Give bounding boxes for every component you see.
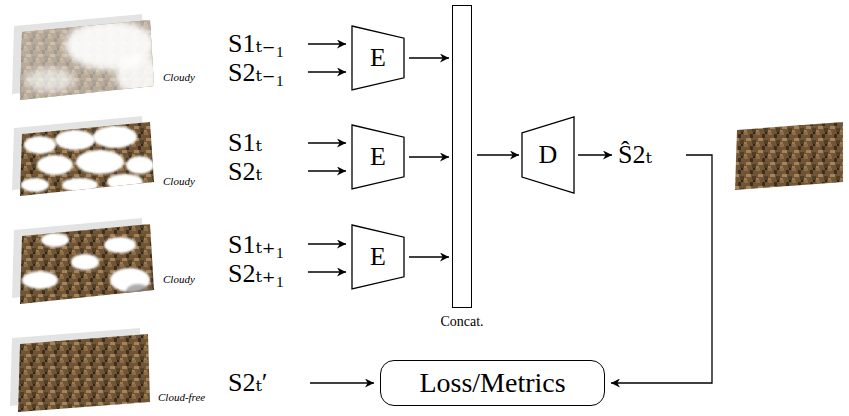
data-flow-arrow xyxy=(409,156,449,157)
trapezoid-shape xyxy=(522,117,574,193)
input-name: S2ₜ₊₁ xyxy=(228,261,285,287)
cloud xyxy=(37,155,73,175)
cloudy-image xyxy=(0,215,170,315)
ground-texture xyxy=(0,325,170,416)
cloud-free-image xyxy=(0,325,170,416)
block-name: Loss/Metrics xyxy=(419,369,565,397)
ground-texture xyxy=(0,0,170,110)
data-flow-arrow xyxy=(477,154,519,155)
cloudy-image xyxy=(0,0,170,110)
concat-bar: Concat. xyxy=(452,5,472,308)
cloud xyxy=(55,130,95,150)
target-arrow xyxy=(310,382,374,383)
cloud-status: Cloudy xyxy=(163,72,195,83)
cloud xyxy=(22,271,58,289)
decoder-block: D xyxy=(522,117,574,193)
encoder-block: E xyxy=(352,125,404,189)
output-arrow xyxy=(578,154,612,155)
cloud xyxy=(21,178,49,192)
cloud xyxy=(93,126,137,148)
cloud xyxy=(115,55,165,95)
input-arrow xyxy=(308,43,346,44)
cloud xyxy=(71,254,99,270)
cloud xyxy=(104,237,136,253)
haze xyxy=(0,0,170,110)
data-flow-arrow xyxy=(409,256,449,257)
ground-texture xyxy=(0,215,170,315)
input-arrow xyxy=(308,142,346,143)
input-arrow xyxy=(308,243,346,244)
input-name: S1ₜ xyxy=(228,130,262,156)
cloud xyxy=(24,136,56,154)
encoder-block: E xyxy=(352,26,404,90)
cloud xyxy=(107,174,143,190)
ground-texture xyxy=(730,115,849,195)
cloud xyxy=(41,233,69,247)
trapezoid-shape xyxy=(352,125,404,189)
input-arrow xyxy=(308,170,346,171)
cloud-status: Cloud-free xyxy=(158,392,205,403)
input-arrow xyxy=(308,271,346,272)
trapezoid-shape xyxy=(352,225,404,289)
trapezoid-shape xyxy=(352,26,404,90)
block-name: E xyxy=(370,244,386,270)
input-name: S1ₜ₊₁ xyxy=(228,232,285,258)
cloudy-image xyxy=(0,110,170,210)
block-label: Concat. xyxy=(440,315,483,329)
cloud xyxy=(25,68,75,92)
cloud-status: Cloudy xyxy=(163,274,195,285)
input-name: S2ₜ₋₁ xyxy=(228,60,285,86)
output-name: Ŝ2ₜ xyxy=(618,142,652,168)
cloud xyxy=(76,150,124,174)
block-name: E xyxy=(370,144,386,170)
cloud-shadow xyxy=(126,284,150,300)
ground-texture xyxy=(0,110,170,210)
block-name: D xyxy=(539,142,558,168)
cloud xyxy=(126,156,154,174)
input-arrow xyxy=(308,71,346,72)
cloud-status: Cloudy xyxy=(163,176,195,187)
input-arrows xyxy=(308,44,712,383)
input-name: S1ₜ₋₁ xyxy=(228,31,285,57)
block-name: E xyxy=(370,45,386,71)
reconstructed-image xyxy=(730,115,849,195)
target-name: S2ₜ′ xyxy=(228,370,268,396)
cloud xyxy=(62,178,98,192)
data-flow-arrow xyxy=(409,57,449,58)
loss-arrow xyxy=(611,155,712,383)
input-name: S2ₜ xyxy=(228,159,262,185)
loss-box: Loss/Metrics xyxy=(380,360,605,406)
encoder-block: E xyxy=(352,225,404,289)
